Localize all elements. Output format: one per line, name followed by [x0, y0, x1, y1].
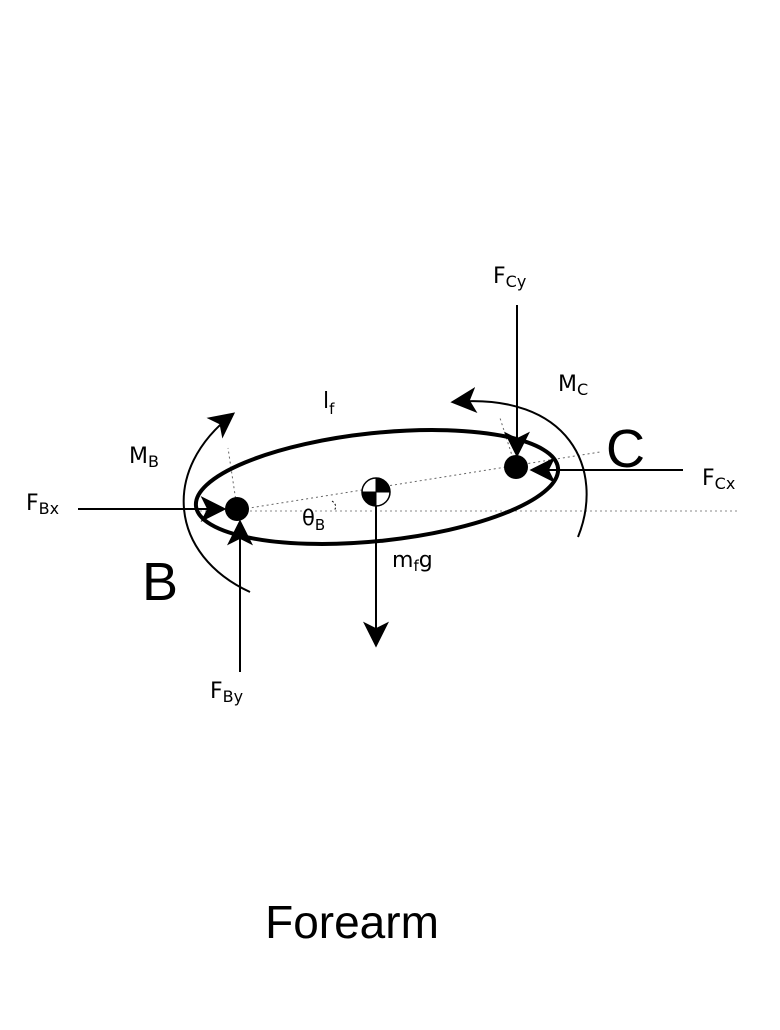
theta-b-angle-arc [331, 500, 337, 512]
moment-mc-arc [450, 387, 588, 538]
diagram-title: Forearm [265, 896, 439, 948]
force-fcy-label: FCy [493, 264, 526, 291]
center-of-mass-icon [361, 477, 391, 507]
bc-axis-line [236, 451, 601, 511]
point-c-label: C [606, 419, 645, 479]
point-b-label: B [142, 552, 178, 612]
moment-mb-arc [182, 412, 251, 593]
weight-mfg-label: mfg [392, 548, 433, 575]
joint-b-dot [225, 497, 249, 521]
forearm-body-ellipse [193, 428, 561, 546]
angle-theta-b-label: θB [302, 506, 325, 534]
moment-mc-label: MC [558, 372, 588, 399]
force-fcx-label: FCx [702, 466, 735, 493]
joint-c-dot [504, 455, 528, 479]
force-fbx-label: FBx [26, 491, 59, 518]
moment-mb-label: MB [129, 444, 159, 471]
length-lf-label: lf [323, 389, 335, 418]
force-fby-label: FBy [210, 679, 243, 706]
